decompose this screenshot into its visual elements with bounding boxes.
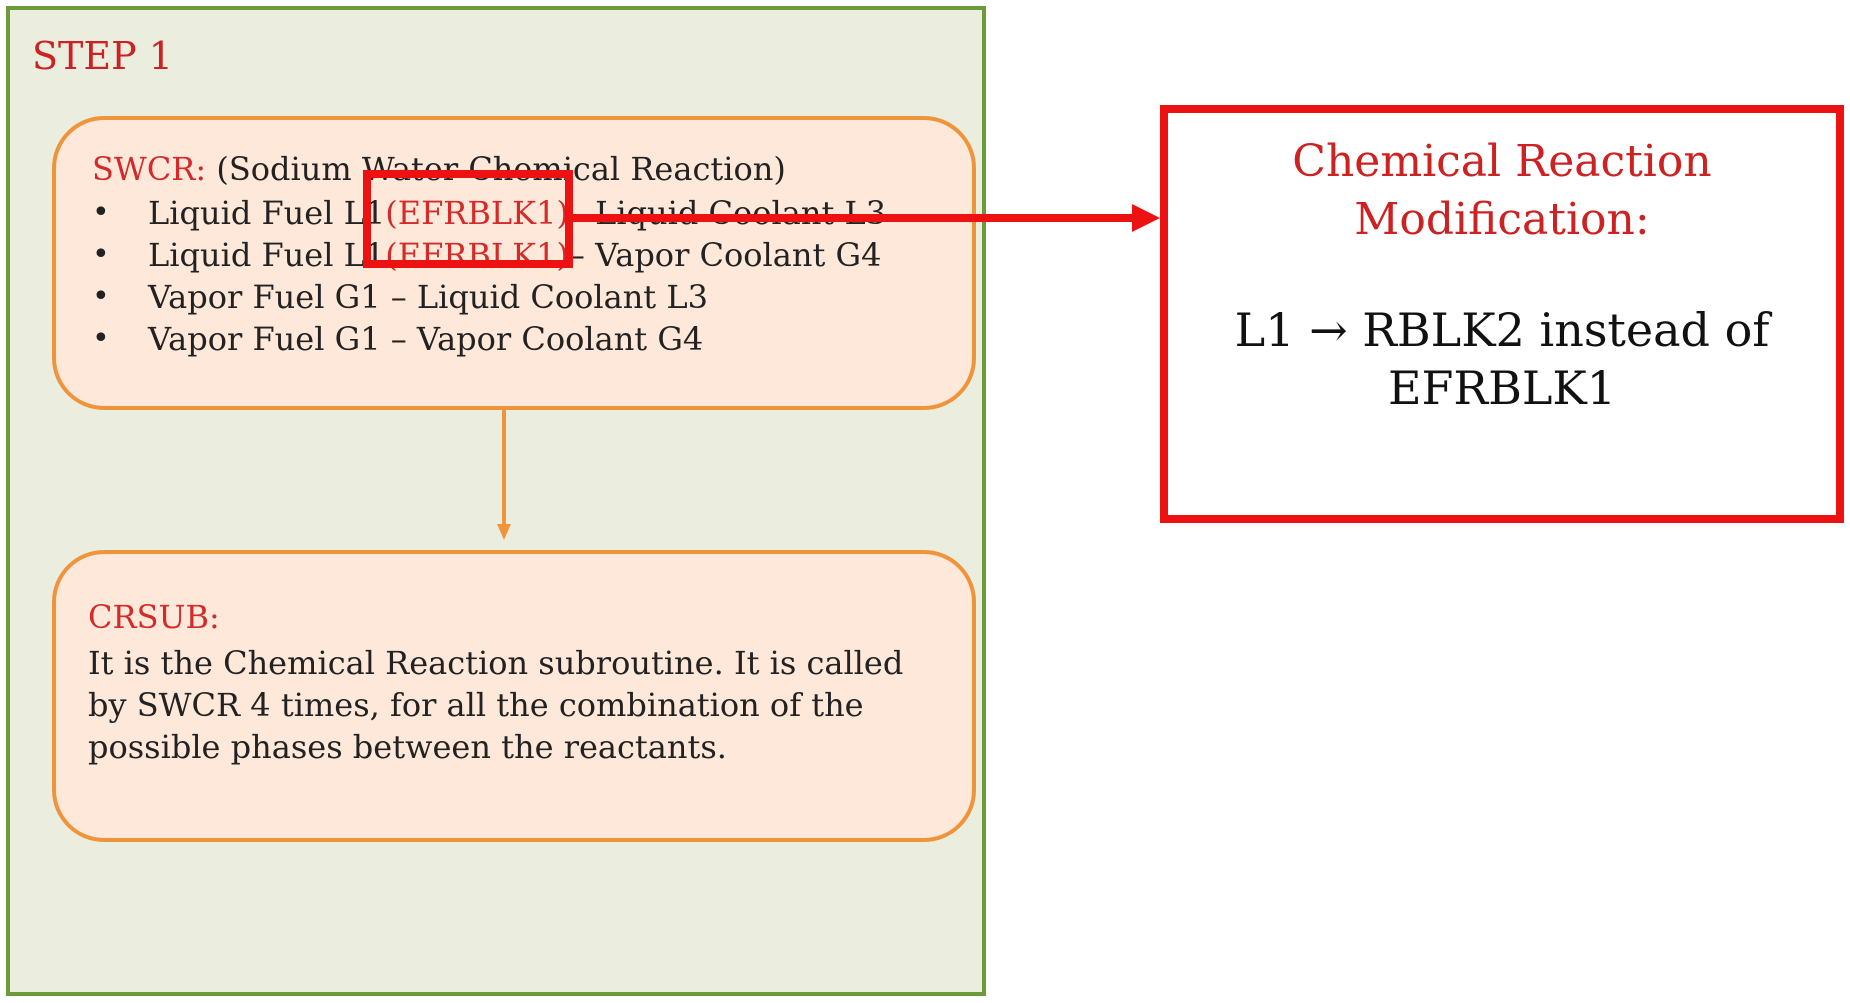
swcr-heading: SWCR: (Sodium Water Chemical Reaction) — [92, 150, 786, 188]
list-item: • Vapor Fuel G1 – Vapor Coolant G4 — [92, 318, 886, 360]
step-title: STEP 1 — [32, 34, 173, 78]
reaction-text-after: – Vapor Coolant G4 — [568, 236, 882, 274]
bullet-icon: • — [92, 237, 110, 272]
list-item: • Liquid Fuel L1 (EFRBLK1) – Liquid Cool… — [92, 192, 886, 234]
swcr-box: SWCR: (Sodium Water Chemical Reaction) •… — [52, 116, 976, 410]
reaction-list: • Liquid Fuel L1 (EFRBLK1) – Liquid Cool… — [92, 192, 886, 360]
list-item: • Vapor Fuel G1 – Liquid Coolant L3 — [92, 276, 886, 318]
bullet-icon: • — [92, 279, 110, 314]
bullet-icon: • — [92, 195, 110, 230]
list-item: • Liquid Fuel L1 (EFRBLK1) – Vapor Coola… — [92, 234, 886, 276]
reaction-highlight: (EFRBLK1) — [385, 194, 569, 232]
reaction-text: Liquid Fuel L1 — [148, 236, 386, 274]
swcr-description: (Sodium Water Chemical Reaction) — [216, 150, 786, 188]
bullet-icon: • — [92, 321, 110, 356]
reaction-text: Liquid Fuel L1 — [148, 194, 386, 232]
modification-box: Chemical Reaction Modification: L1 → RBL… — [1160, 105, 1844, 523]
modification-title: Chemical Reaction Modification: — [1292, 136, 1712, 245]
modification-arrow-head — [1132, 204, 1160, 232]
reaction-text-after: – Liquid Coolant L3 — [568, 194, 887, 232]
flow-arrow-head — [497, 524, 511, 540]
reaction-text: Vapor Fuel G1 – Liquid Coolant L3 — [148, 278, 708, 316]
reaction-text: Vapor Fuel G1 – Vapor Coolant G4 — [148, 320, 704, 358]
crsub-box: CRSUB: It is the Chemical Reaction subro… — [52, 550, 976, 842]
highlight-rectangle — [363, 170, 573, 268]
crsub-description: It is the Chemical Reaction subroutine. … — [88, 644, 904, 766]
swcr-label: SWCR: — [92, 150, 207, 188]
modification-body: L1 → RBLK2 instead of EFRBLK1 — [1234, 303, 1770, 415]
crsub-label: CRSUB: — [88, 598, 220, 636]
